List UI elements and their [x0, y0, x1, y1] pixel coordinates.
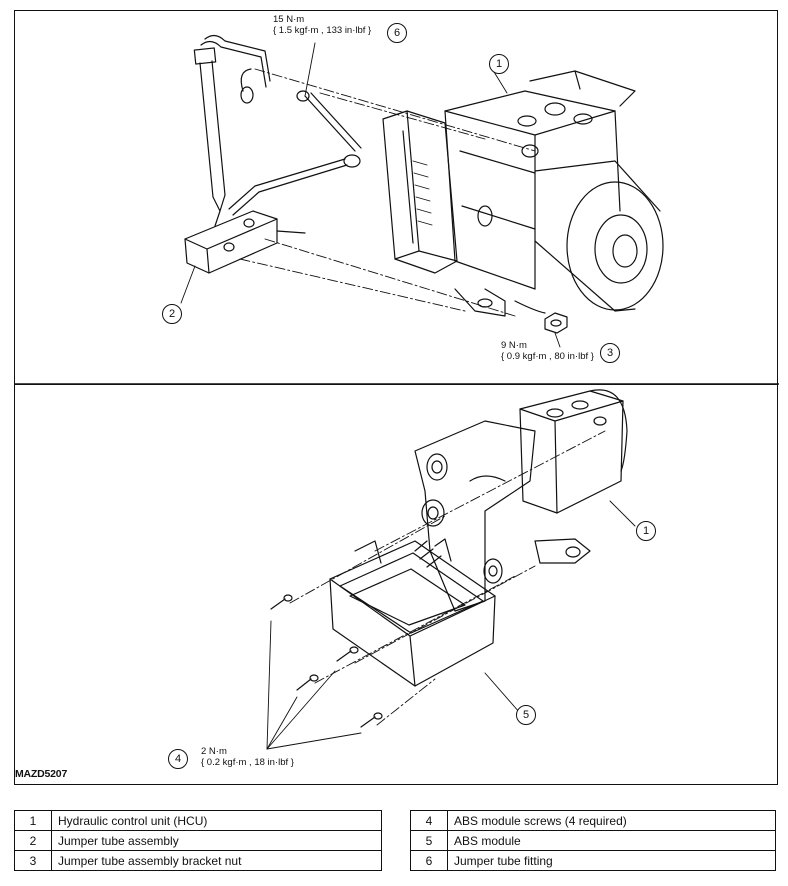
- legend-row: 6 Jumper tube fitting: [410, 850, 776, 871]
- callout-2: 2: [162, 304, 182, 324]
- legend-label: ABS module screws (4 required): [447, 810, 776, 831]
- screw-drawings: [270, 594, 383, 728]
- alignment-lines-top: [239, 68, 536, 317]
- diagram-drawing: [15, 34, 779, 750]
- legend-number: 1: [14, 810, 52, 831]
- torque-detail-6: { 1.5 kgf·m , 133 in·lbf }: [273, 25, 372, 36]
- legend-label: ABS module: [447, 830, 776, 851]
- legend-row: 3 Jumper tube assembly bracket nut: [14, 850, 382, 871]
- torque-label-3: 9 N·m { 0.9 kgf·m , 80 in·lbf }: [501, 340, 594, 362]
- hcu-bottom-drawing: [414, 389, 628, 612]
- legend-label: Jumper tube assembly: [51, 830, 382, 851]
- torque-nm-4: 2 N·m: [201, 746, 227, 757]
- legend-row: 1 Hydraulic control unit (HCU): [14, 810, 382, 831]
- torque-nm-6: 15 N·m: [273, 14, 305, 25]
- callout-1-top: 1: [489, 54, 509, 74]
- legend-table-right: 4 ABS module screws (4 required) 5 ABS m…: [410, 810, 776, 871]
- legend-label: Jumper tube fitting: [447, 850, 776, 871]
- panel-divider: [15, 384, 777, 385]
- bracket-nut-drawing: [544, 312, 568, 334]
- callout-5: 5: [516, 705, 536, 725]
- callout-4: 4: [168, 749, 188, 769]
- torque-nm-3: 9 N·m: [501, 340, 527, 351]
- legend-number: 4: [410, 810, 448, 831]
- alignment-lines-bottom: [289, 430, 606, 726]
- legend-number: 5: [410, 830, 448, 851]
- legend-label: Jumper tube assembly bracket nut: [51, 850, 382, 871]
- legend-number: 2: [14, 830, 52, 851]
- diagram-figure: 15 N·m { 1.5 kgf·m , 133 in·lbf } 9 N·m …: [14, 10, 779, 785]
- torque-detail-3: { 0.9 kgf·m , 80 in·lbf }: [501, 351, 594, 362]
- hcu-top-drawing: [382, 70, 664, 317]
- abs-module-drawing: [329, 538, 496, 687]
- figure-code: MAZD5207: [15, 768, 68, 780]
- legend-number: 3: [14, 850, 52, 871]
- torque-label-4: 2 N·m { 0.2 kgf·m , 18 in·lbf }: [201, 746, 294, 768]
- legend-row: 5 ABS module: [410, 830, 776, 851]
- legend-row: 4 ABS module screws (4 required): [410, 810, 776, 831]
- callout-6: 6: [387, 23, 407, 43]
- callout-3: 3: [600, 343, 620, 363]
- callout-1-bottom: 1: [636, 521, 656, 541]
- torque-detail-4: { 0.2 kgf·m , 18 in·lbf }: [201, 757, 294, 768]
- torque-label-6: 15 N·m { 1.5 kgf·m , 133 in·lbf }: [273, 14, 371, 36]
- legend-row: 2 Jumper tube assembly: [14, 830, 382, 851]
- jumper-tube-drawing: [184, 34, 362, 274]
- legend-number: 6: [410, 850, 448, 871]
- legend-table-left: 1 Hydraulic control unit (HCU) 2 Jumper …: [14, 810, 382, 871]
- leader-lines: [180, 42, 636, 750]
- legend-label: Hydraulic control unit (HCU): [51, 810, 382, 831]
